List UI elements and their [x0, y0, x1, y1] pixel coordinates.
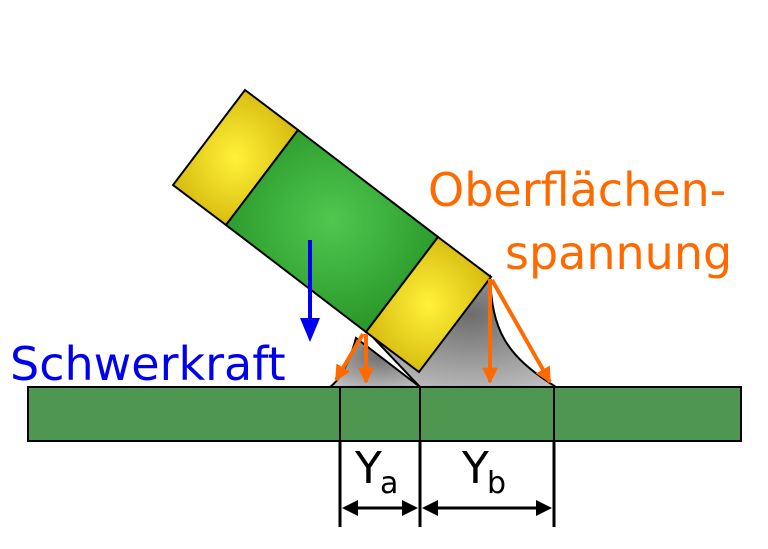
tension-arrow-right-diagonal: [490, 279, 552, 384]
surface-tension-arrows: [334, 279, 552, 384]
gravity-label: Schwerkraft: [10, 337, 286, 391]
gravity-arrow: [300, 240, 320, 342]
surface-tension-label-line1: Oberflächen-: [428, 163, 726, 217]
ya-label: Y a: [354, 443, 398, 501]
yb-label: Y b: [461, 443, 506, 501]
yb-subscript: b: [487, 466, 506, 501]
circuit-board: [27, 386, 742, 442]
tension-arrow-left-diagonal: [334, 332, 365, 382]
component-cap-right: [364, 235, 493, 374]
ya-subscript: a: [380, 466, 398, 501]
yb-main: Y: [461, 443, 489, 494]
ya-main: Y: [354, 443, 382, 494]
surface-tension-label-line2: spannung: [505, 226, 732, 280]
dimension-lines: [338, 441, 556, 527]
smd-component: [171, 88, 493, 374]
